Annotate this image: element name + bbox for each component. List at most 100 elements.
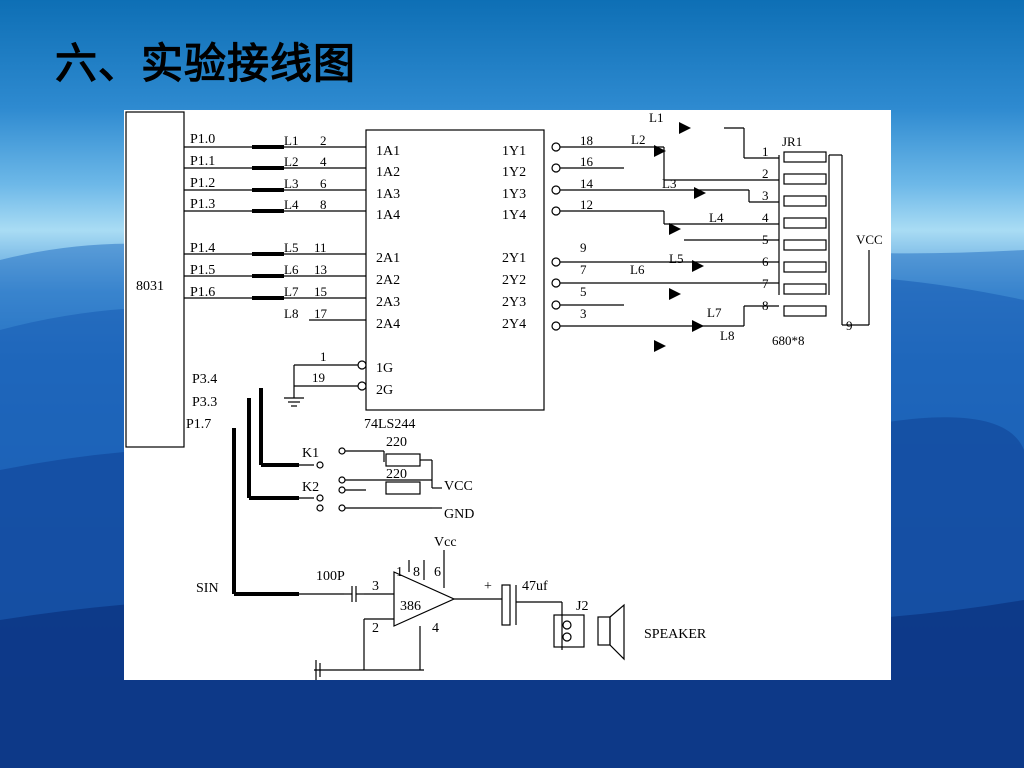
svg-text:6: 6 <box>434 565 441 580</box>
svg-text:L5: L5 <box>284 240 298 255</box>
output-pin-numbers: 18 16 14 12 9 7 5 3 <box>580 133 594 321</box>
svg-text:6: 6 <box>762 254 769 269</box>
slide-title: 六、实验接线图 <box>55 39 357 88</box>
svg-text:8: 8 <box>413 565 420 580</box>
svg-text:1A2: 1A2 <box>376 165 400 180</box>
svg-text:4: 4 <box>432 621 439 636</box>
svg-text:L1: L1 <box>649 110 663 125</box>
svg-text:4: 4 <box>320 154 327 169</box>
svg-text:12: 12 <box>580 197 593 212</box>
svg-text:6: 6 <box>320 176 327 191</box>
svg-text:5: 5 <box>762 232 769 247</box>
svg-text:1: 1 <box>762 144 769 159</box>
svg-text:100P: 100P <box>316 569 345 584</box>
svg-text:2: 2 <box>762 166 769 181</box>
svg-text:P1.5: P1.5 <box>190 263 215 278</box>
svg-text:9: 9 <box>846 318 853 333</box>
svg-text:1A1: 1A1 <box>376 144 400 159</box>
resistor-network-labels: JR1 12 34 56 78 680*8 9 VCC <box>762 134 883 348</box>
wiring-diagram: 8031 P1.0P1.1 P1.2P1.3 P1.4P1.5 P1.6 P3.… <box>125 110 883 680</box>
ic-box <box>365 129 545 411</box>
svg-text:1G: 1G <box>376 361 393 376</box>
svg-text:2Y1: 2Y1 <box>502 251 526 266</box>
svg-text:L5: L5 <box>669 251 683 266</box>
svg-text:P1.6: P1.6 <box>190 285 215 300</box>
svg-text:19: 19 <box>312 370 325 385</box>
svg-text:2A2: 2A2 <box>376 273 400 288</box>
svg-text:P1.0: P1.0 <box>190 132 215 147</box>
svg-text:L1: L1 <box>284 133 298 148</box>
svg-text:L4: L4 <box>284 197 299 212</box>
svg-text:1A4: 1A4 <box>376 208 400 223</box>
svg-text:J2: J2 <box>576 599 588 614</box>
svg-text:2Y3: 2Y3 <box>502 295 526 310</box>
svg-text:L3: L3 <box>662 176 676 191</box>
svg-text:1: 1 <box>320 349 327 364</box>
svg-text:P1.7: P1.7 <box>186 417 211 432</box>
svg-text:+: + <box>484 579 492 594</box>
svg-text:2Y4: 2Y4 <box>502 317 526 332</box>
svg-text:2: 2 <box>372 621 379 636</box>
svg-text:SPEAKER: SPEAKER <box>644 627 707 642</box>
svg-text:220: 220 <box>386 435 407 450</box>
svg-text:2: 2 <box>320 133 327 148</box>
mcu-box <box>125 111 185 448</box>
svg-text:L4: L4 <box>709 210 724 225</box>
svg-text:2A1: 2A1 <box>376 251 400 266</box>
svg-text:VCC: VCC <box>444 479 473 494</box>
svg-text:7: 7 <box>762 276 769 291</box>
svg-text:1Y2: 1Y2 <box>502 165 526 180</box>
svg-text:GND: GND <box>444 507 474 522</box>
svg-text:7: 7 <box>580 262 587 277</box>
svg-text:P1.3: P1.3 <box>190 197 215 212</box>
svg-text:L2: L2 <box>631 132 645 147</box>
svg-text:SIN: SIN <box>196 581 219 596</box>
svg-text:P1.4: P1.4 <box>190 241 215 256</box>
svg-text:1Y4: 1Y4 <box>502 208 526 223</box>
svg-text:220: 220 <box>386 467 407 482</box>
svg-text:13: 13 <box>314 262 327 277</box>
svg-text:16: 16 <box>580 154 594 169</box>
svg-text:VCC: VCC <box>856 232 883 247</box>
svg-text:L6: L6 <box>284 262 299 277</box>
svg-text:P3.4: P3.4 <box>192 372 217 387</box>
svg-text:3: 3 <box>762 188 769 203</box>
svg-text:5: 5 <box>580 284 587 299</box>
svg-text:2A4: 2A4 <box>376 317 400 332</box>
svg-text:14: 14 <box>580 176 594 191</box>
svg-text:2A3: 2A3 <box>376 295 400 310</box>
svg-text:18: 18 <box>580 133 593 148</box>
svg-text:4: 4 <box>762 210 769 225</box>
svg-text:47uf: 47uf <box>522 579 548 594</box>
svg-text:3: 3 <box>372 579 379 594</box>
svg-text:L3: L3 <box>284 176 298 191</box>
svg-text:Vcc: Vcc <box>434 535 457 550</box>
svg-text:P1.1: P1.1 <box>190 154 215 169</box>
svg-text:11: 11 <box>314 240 327 255</box>
svg-text:P1.2: P1.2 <box>190 176 215 191</box>
svg-text:8: 8 <box>320 197 327 212</box>
svg-text:74LS244: 74LS244 <box>364 417 415 432</box>
svg-text:9: 9 <box>580 240 587 255</box>
svg-text:3: 3 <box>580 306 587 321</box>
svg-text:680*8: 680*8 <box>772 333 805 348</box>
svg-text:386: 386 <box>400 599 421 614</box>
svg-text:P3.3: P3.3 <box>192 395 217 410</box>
svg-text:K1: K1 <box>302 446 319 461</box>
svg-text:JR1: JR1 <box>782 134 802 149</box>
port-labels: P1.0P1.1 P1.2P1.3 P1.4P1.5 P1.6 P3.4P3.3… <box>186 132 217 432</box>
svg-text:17: 17 <box>314 306 328 321</box>
svg-text:L8: L8 <box>720 328 734 343</box>
svg-text:1: 1 <box>396 565 403 580</box>
svg-text:2Y2: 2Y2 <box>502 273 526 288</box>
svg-text:1A3: 1A3 <box>376 187 400 202</box>
svg-text:2G: 2G <box>376 383 393 398</box>
svg-text:L6: L6 <box>630 262 645 277</box>
svg-text:L7: L7 <box>707 305 722 320</box>
